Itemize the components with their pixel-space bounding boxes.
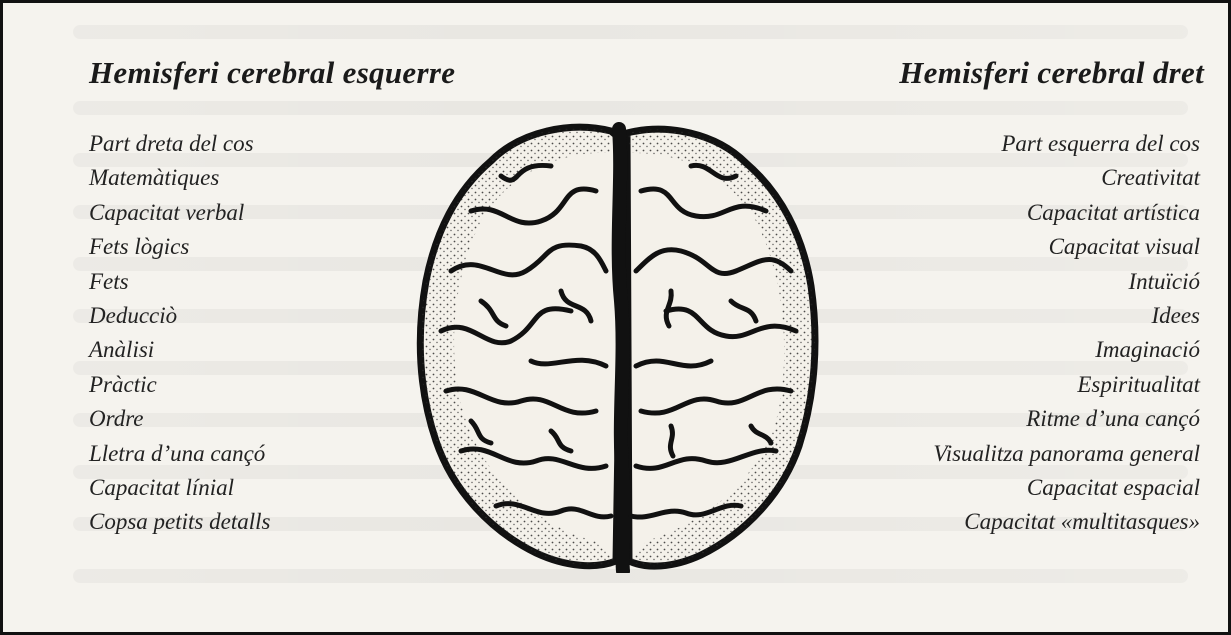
list-item: Intuïció (933, 265, 1200, 299)
central-fissure (619, 129, 624, 571)
list-item: Creativitat (933, 161, 1200, 195)
show-through-line (73, 101, 1188, 115)
list-item: Ordre (89, 402, 270, 436)
list-item: Deducciò (89, 299, 270, 333)
list-item: Capacitat espacial (933, 471, 1200, 505)
list-item: Capacitat verbal (89, 196, 270, 230)
list-item: Capacitat línial (89, 471, 270, 505)
right-hemisphere-list: Part esquerra del cos Creativitat Capaci… (933, 127, 1200, 540)
list-item: Espiritualitat (933, 368, 1200, 402)
list-item: Part dreta del cos (89, 127, 270, 161)
list-item: Part esquerra del cos (933, 127, 1200, 161)
list-item: Imaginació (933, 333, 1200, 367)
list-item: Capacitat artística (933, 196, 1200, 230)
list-item: Capacitat «multitasques» (933, 505, 1200, 539)
left-hemisphere-title: Hemisferi cerebral esquerre (89, 55, 455, 91)
list-item: Fets lògics (89, 230, 270, 264)
list-item: Capacitat visual (933, 230, 1200, 264)
list-item: Matemàtiques (89, 161, 270, 195)
right-hemisphere-title: Hemisferi cerebral dret (899, 55, 1204, 91)
list-item: Copsa petits detalls (89, 505, 270, 539)
list-item: Idees (933, 299, 1200, 333)
list-item: Anàlisi (89, 333, 270, 367)
show-through-line (73, 25, 1188, 39)
list-item: Fets (89, 265, 270, 299)
list-item: Lletra d’una cançó (89, 437, 270, 471)
list-item: Visualitza panorama general (933, 437, 1200, 471)
list-item: Ritme d’una cançó (933, 402, 1200, 436)
left-hemisphere-list: Part dreta del cos Matemàtiques Capacita… (89, 127, 270, 540)
brain-icon (411, 121, 825, 573)
list-item: Pràctic (89, 368, 270, 402)
